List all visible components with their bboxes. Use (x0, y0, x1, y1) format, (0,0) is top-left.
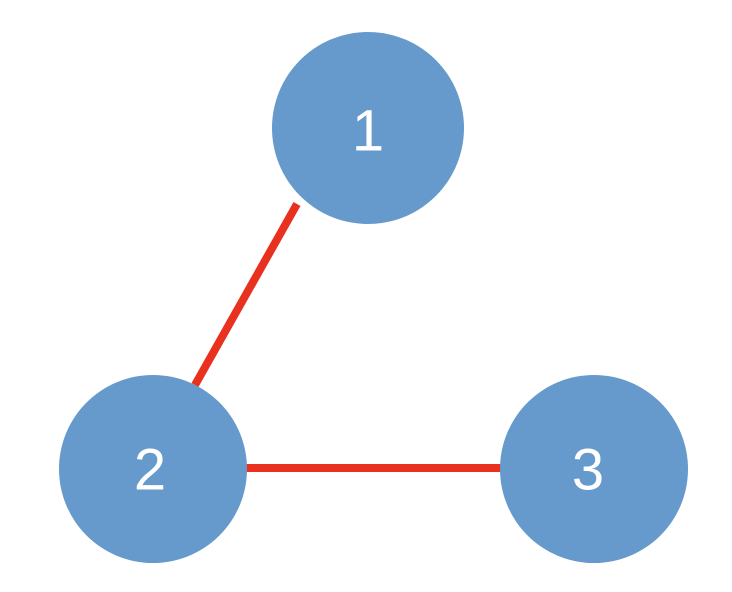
node-3[interactable]: 3 (500, 375, 688, 563)
nodes-layer: 1 2 3 (59, 32, 688, 563)
edge-1-2[interactable] (191, 202, 301, 387)
node-3-label: 3 (572, 438, 604, 503)
node-1-label: 1 (352, 99, 384, 164)
node-2-circle[interactable] (59, 375, 247, 563)
node-2[interactable]: 2 (59, 375, 247, 563)
edges-layer (191, 202, 503, 472)
node-3-circle[interactable] (500, 375, 688, 563)
node-2-label: 2 (134, 438, 166, 503)
node-1-circle[interactable] (272, 32, 464, 224)
node-1[interactable]: 1 (272, 32, 464, 224)
